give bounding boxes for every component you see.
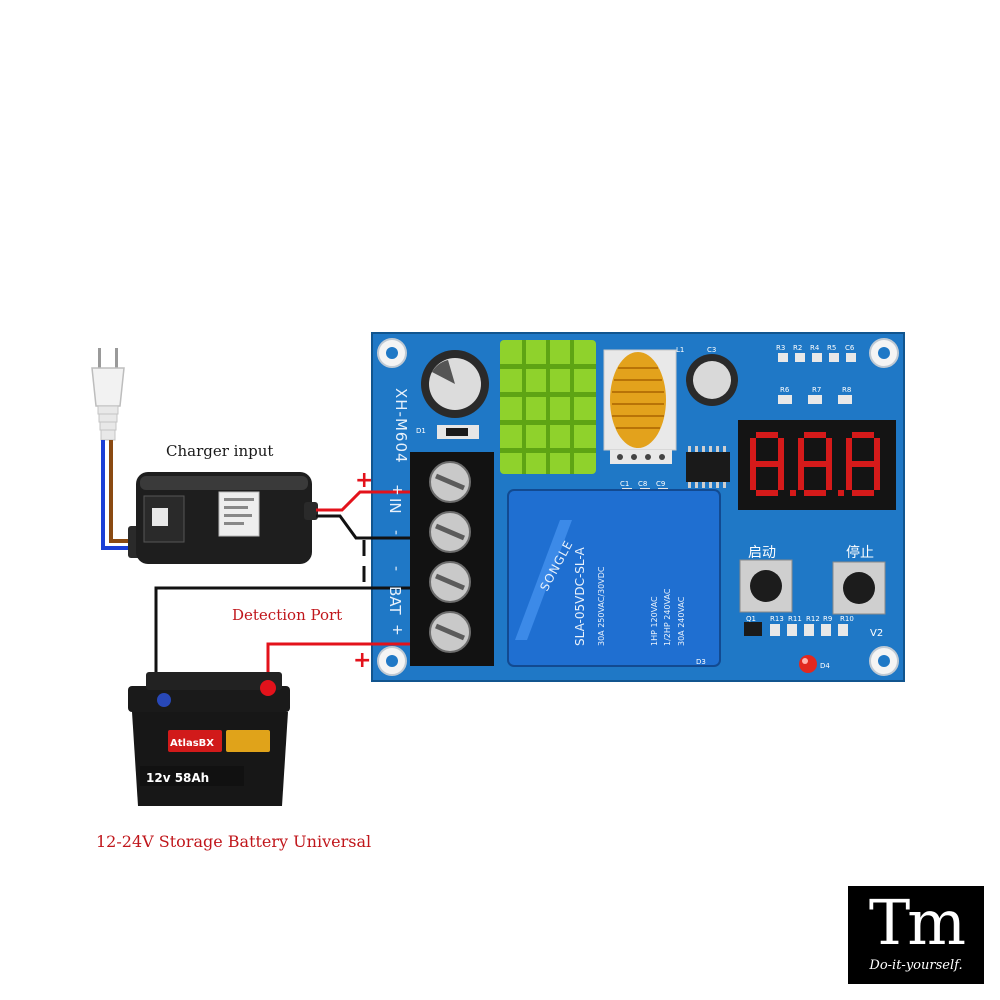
display-digit-2-segment-d xyxy=(852,490,874,496)
silk-label-r9: R9 xyxy=(823,615,832,623)
silk-label-d4: D4 xyxy=(820,662,830,670)
logo-tagline: Do-it-yourself. xyxy=(869,958,963,973)
display-digit-1-segment-b xyxy=(826,438,832,464)
terminal-in-minus: - xyxy=(388,530,404,535)
start-button-label: 启动 xyxy=(748,545,776,561)
display-digit-2-segment-f xyxy=(846,438,852,464)
display-digit-2-segment-b xyxy=(874,438,880,464)
brand-logo: Tm Do-it-yourself. xyxy=(848,886,984,984)
power-plug xyxy=(91,348,125,441)
seven-segment-display xyxy=(750,432,880,496)
terminal-block xyxy=(410,452,494,666)
display-digit-0-segment-f xyxy=(750,438,756,464)
silk-label-c1: C1 xyxy=(620,480,629,488)
relay-rating-3: 1/2HP 240VAC xyxy=(663,588,672,646)
stop-button-label: 停止 xyxy=(846,544,874,561)
charger-plus-mark: + xyxy=(355,468,373,493)
silk-label-q1: Q1 xyxy=(746,615,756,623)
display-digit-2-segment-g xyxy=(852,461,874,467)
relay xyxy=(507,489,721,667)
battery-brand: AtlasBX xyxy=(170,738,214,749)
silk-label-r3: R3 xyxy=(776,344,785,352)
terminal-bat-label: BAT xyxy=(386,586,404,615)
silk-label-r5: R5 xyxy=(827,344,836,352)
terminal-bat-plus: + xyxy=(389,624,405,636)
silk-label-r11: R11 xyxy=(788,615,802,623)
relay-rating-2: 1HP 120VAC xyxy=(650,596,659,646)
silk-label-c6: C6 xyxy=(845,344,855,352)
terminal-in-plus: + xyxy=(389,484,405,496)
silk-label-r6: R6 xyxy=(780,386,790,394)
storage-battery xyxy=(128,672,290,806)
display-digit-1-segment-f xyxy=(798,438,804,464)
battery-plus-mark: + xyxy=(353,648,371,673)
silk-label-l1: L1 xyxy=(676,346,684,354)
battery-caption: 12-24V Storage Battery Universal xyxy=(96,832,372,851)
silk-label-c3: C3 xyxy=(707,346,716,354)
display-digit-1-segment-d xyxy=(804,490,826,496)
charger-negative-wire xyxy=(316,514,410,540)
display-digit-1-segment-e xyxy=(798,464,804,490)
silk-label-r13: R13 xyxy=(770,615,784,623)
detection-port-label: Detection Port xyxy=(232,606,343,624)
relay-rating-4: 30A 240VAC xyxy=(677,596,686,646)
charger-input-label: Charger input xyxy=(166,442,274,460)
display-decimal-point xyxy=(790,490,796,496)
display-digit-2-segment-a xyxy=(852,432,874,438)
board-model-label: XH-M604 xyxy=(392,388,410,464)
silk-label-d1: D1 xyxy=(416,427,426,435)
silk-label-r4: R4 xyxy=(810,344,820,352)
silk-label-r2: R2 xyxy=(793,344,802,352)
charger xyxy=(128,472,318,564)
silk-label-c9: C9 xyxy=(656,480,665,488)
display-digit-0-segment-c xyxy=(778,464,784,490)
display-digit-2-segment-e xyxy=(846,464,852,490)
display-decimal-point xyxy=(838,490,844,496)
display-digit-0-segment-b xyxy=(778,438,784,464)
display-digit-2-segment-c xyxy=(874,464,880,490)
silk-label-r10: R10 xyxy=(840,615,854,623)
charger-positive-wire xyxy=(316,490,410,512)
silk-label-r12: R12 xyxy=(806,615,820,623)
display-digit-0-segment-a xyxy=(756,432,778,438)
display-digit-0-segment-d xyxy=(756,490,778,496)
board-version-label: V2 xyxy=(870,628,883,639)
silk-label-r7: R7 xyxy=(812,386,821,394)
mains-wire-brown xyxy=(109,440,138,543)
battery-negative-wire xyxy=(154,586,410,700)
silk-label-r8: R8 xyxy=(842,386,851,394)
battery-spec: 12v 58Ah xyxy=(146,771,209,785)
silk-label-c8: C8 xyxy=(638,480,647,488)
relay-rating-1: 30A 250VAC/30VDC xyxy=(597,566,606,646)
logo-mark: Tm xyxy=(868,886,966,959)
display-digit-1-segment-a xyxy=(804,432,826,438)
display-digit-1-segment-g xyxy=(804,461,826,467)
terminal-bat-minus: - xyxy=(388,566,404,571)
display-digit-0-segment-g xyxy=(756,461,778,467)
silk-label-d3: D3 xyxy=(696,658,706,666)
display-digit-0-segment-e xyxy=(750,464,756,490)
display-digit-1-segment-c xyxy=(826,464,832,490)
control-board xyxy=(371,332,905,682)
relay-model: SLA-05VDC-SL-A xyxy=(573,547,587,646)
terminal-in-label: IN xyxy=(386,498,404,514)
mains-wire-blue xyxy=(101,440,138,550)
